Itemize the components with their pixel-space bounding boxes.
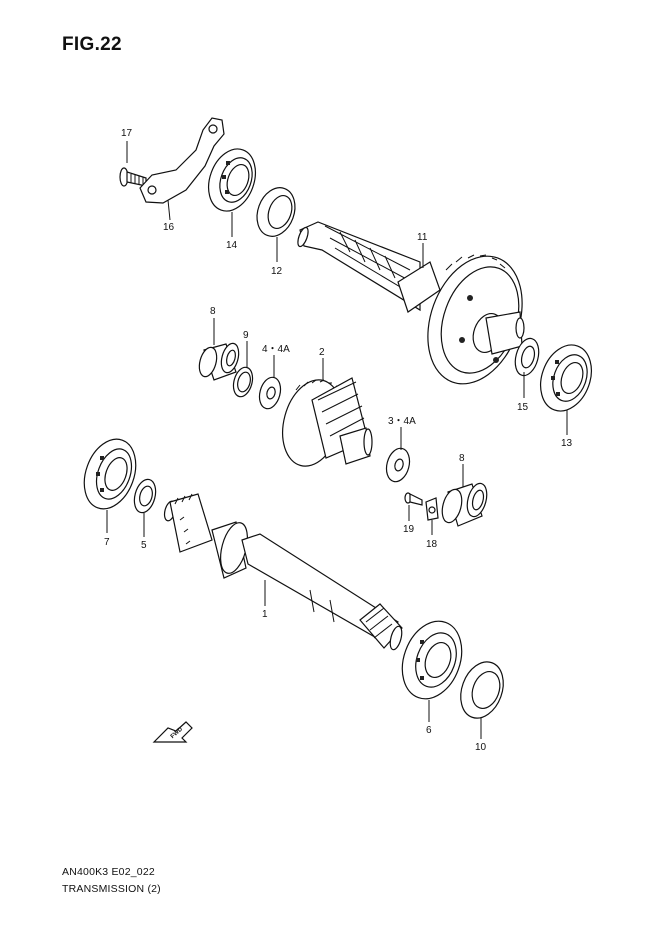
part-19-bolt[interactable] [404,492,423,506]
part-15-washer[interactable] [511,336,542,378]
callout-12: 12 [271,266,283,277]
part-12-oil-seal[interactable] [251,182,302,241]
part-11-countershaft[interactable] [296,221,539,397]
callout-19: 19 [403,524,415,535]
diagram-name: TRANSMISSION (2) [62,883,161,895]
callout-14: 14 [226,240,238,251]
callout-9: 9 [243,330,249,341]
part-6-bearing[interactable] [392,613,472,707]
callout-16: 16 [163,222,175,233]
part-7-bearing[interactable] [75,432,145,516]
callout-labels: 17 16 14 12 11 8 9 4・4A 2 15 13 3・4A 8 1… [104,128,573,753]
callout-11: 11 [417,232,428,243]
part-14-bearing[interactable] [200,142,263,217]
callout-10: 10 [475,742,487,753]
callout-15: 15 [517,402,529,413]
callout-8-lower: 8 [459,453,465,464]
part-3-thrust-washer[interactable] [383,446,413,485]
callout-4-4a: 4・4A [262,344,290,355]
part-1-drive-shaft[interactable] [163,493,404,651]
part-18-lock-washer[interactable] [425,497,439,521]
callout-5: 5 [141,540,147,551]
callout-8-upper: 8 [210,306,216,317]
diagram-code: AN400K3 E02_022 [62,866,155,878]
callout-7: 7 [104,537,110,548]
callout-1: 1 [262,609,268,620]
callout-13: 13 [561,438,573,449]
part-4-thrust-washer[interactable] [256,375,284,411]
part-10-oil-seal[interactable] [453,656,510,724]
callout-17: 17 [121,128,133,139]
callout-18: 18 [426,539,438,550]
part-5-washer[interactable] [131,477,159,515]
part-8-needle-bearing-lower[interactable] [439,481,490,527]
part-8-needle-bearing-upper[interactable] [196,341,241,381]
part-9-circlip[interactable] [230,365,255,399]
part-2-gear[interactable] [274,373,373,472]
callout-6: 6 [426,725,432,736]
leader-lines [106,141,568,739]
fwd-direction-arrow-icon: FWD [152,721,193,743]
part-13-bearing[interactable] [532,338,600,418]
part-16-bracket[interactable] [139,117,225,204]
callout-2: 2 [319,347,325,358]
callout-3-4a: 3・4A [388,416,416,427]
figure-title: FIG.22 [62,34,122,55]
part-17-screw[interactable] [119,167,147,187]
